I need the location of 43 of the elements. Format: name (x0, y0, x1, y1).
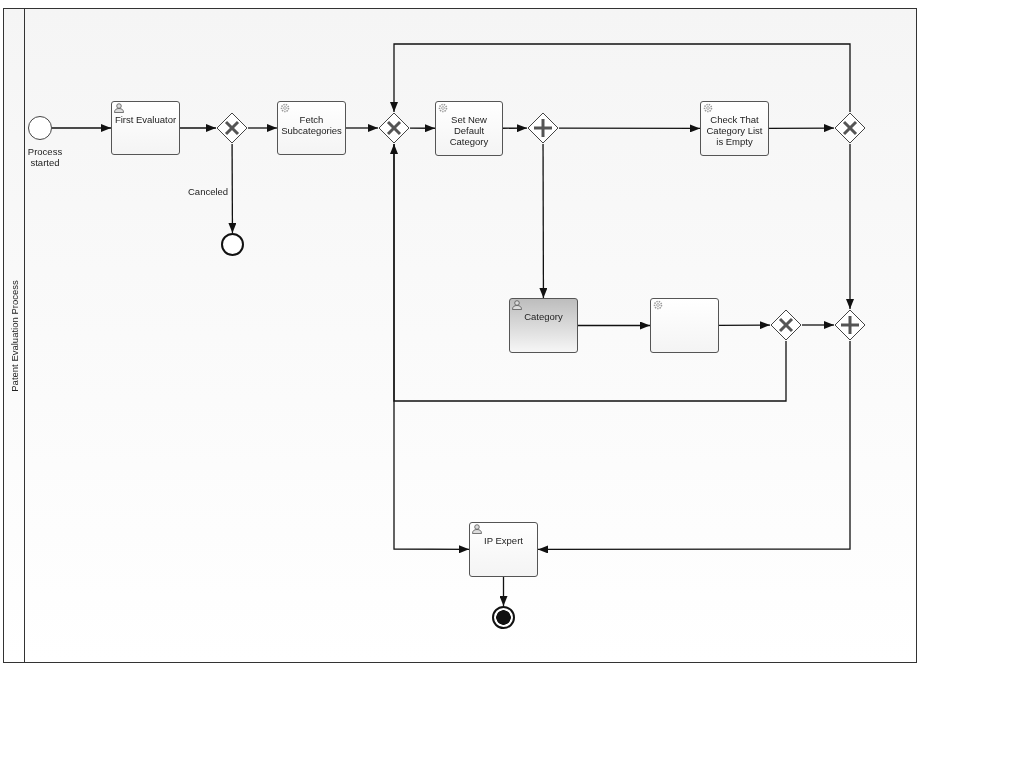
task-box (111, 101, 180, 155)
sequence-flow-arrow (768, 124, 835, 133)
task-box (435, 101, 503, 156)
end-event-circle (221, 233, 244, 256)
sequence-flow-arrow (577, 321, 651, 330)
pool-label: Patent Evaluation Process (8, 279, 20, 392)
sequence-flow-arrow (801, 321, 835, 329)
sequence-flow-arrow (558, 124, 701, 133)
sequence-flow-arrow (537, 340, 851, 554)
task-label: First Evaluator (114, 114, 177, 125)
task-label: Fetch Subcategories (280, 114, 343, 136)
sequence-flow-arrow (179, 124, 217, 132)
sequence-flow-arrow (390, 43, 851, 113)
task-label: IP Expert (483, 535, 524, 546)
exclusive-gateway-diamond (834, 112, 866, 144)
task-box (509, 298, 578, 353)
sequence-flow-arrow (345, 124, 379, 132)
parallel-gateway-diamond (834, 309, 866, 341)
sequence-flow-arrow (502, 124, 528, 133)
sequence-flow-arrow (718, 321, 771, 330)
task-box (469, 522, 538, 577)
sequence-flow-arrow (499, 576, 508, 607)
sequence-flow-arrow (539, 143, 548, 299)
exclusive-gateway-diamond (378, 112, 410, 144)
task-box (277, 101, 346, 155)
edge-label: Canceled (187, 186, 230, 197)
task-label: Set New Default Category (448, 114, 490, 147)
parallel-gateway-diamond (527, 112, 559, 144)
exclusive-gateway-diamond (216, 112, 248, 144)
exclusive-gateway-diamond (770, 309, 802, 341)
sequence-flow-arrow (393, 143, 470, 554)
task-box (650, 298, 719, 353)
end-event-circle (492, 606, 515, 629)
sequence-flow-arrow (228, 143, 237, 234)
task-label: Check That Category List is Empty (705, 114, 764, 147)
task-label: Category (523, 311, 564, 322)
sequence-flow-arrow (51, 124, 112, 132)
sequence-flow-arrow (846, 143, 854, 310)
sequence-flow-arrow (247, 124, 278, 132)
task-box (700, 101, 769, 156)
pool (4, 9, 916, 662)
event-label: Process started (26, 146, 64, 168)
sequence-flow-arrow (409, 124, 436, 133)
